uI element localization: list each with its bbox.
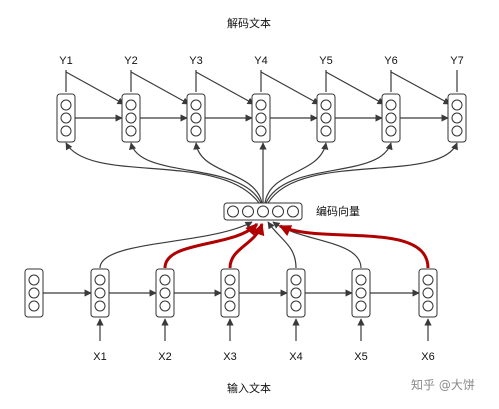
input-text-title: 输入文本 (227, 381, 271, 395)
decoder-output-label: Y2 (124, 55, 137, 67)
decoder-cell (186, 93, 206, 143)
encoder-cell (351, 268, 371, 318)
encoder-cell (286, 268, 306, 318)
encoder-input-label: X1 (93, 351, 106, 363)
decoder-cell (56, 93, 76, 143)
decoder-output-label: Y3 (189, 55, 202, 67)
encoder-cells (24, 268, 438, 318)
decoder-feedback-edges (65, 70, 458, 105)
decoder-output-label: Y5 (319, 55, 332, 67)
context-vector (223, 202, 303, 221)
decoder-cell (316, 93, 336, 143)
encoder-cell (155, 268, 175, 318)
context-vector-label: 编码向量 (316, 204, 360, 218)
encoder-cell (418, 268, 438, 318)
encoder-cell (90, 268, 110, 318)
decoder-cell (381, 93, 401, 143)
highlighted-attention-edges (163, 222, 430, 269)
encoder-input-label: X2 (158, 351, 171, 363)
decoder-output-label: Y7 (450, 55, 463, 67)
encoder-input-label: X6 (421, 351, 434, 363)
encoder-cell (220, 268, 240, 318)
decoder-cell (251, 93, 271, 143)
watermark: 知乎 @大饼 (411, 378, 475, 392)
decoder-cell (121, 93, 141, 143)
input-edges (96, 318, 432, 341)
decoded-text-title: 解码文本 (227, 16, 271, 30)
encoder-input-label: X3 (223, 351, 236, 363)
decoder-cell (447, 93, 467, 143)
context-to-decoder-edges (65, 142, 458, 204)
decoder-output-label: Y6 (384, 55, 397, 67)
encoder-input-label: X5 (354, 351, 367, 363)
decoder-cells (56, 93, 467, 143)
encoder-input-label: X4 (289, 351, 302, 363)
encoder-initial-state (24, 268, 44, 318)
decoder-output-label: Y1 (59, 55, 72, 67)
decoder-output-label: Y4 (254, 55, 267, 67)
